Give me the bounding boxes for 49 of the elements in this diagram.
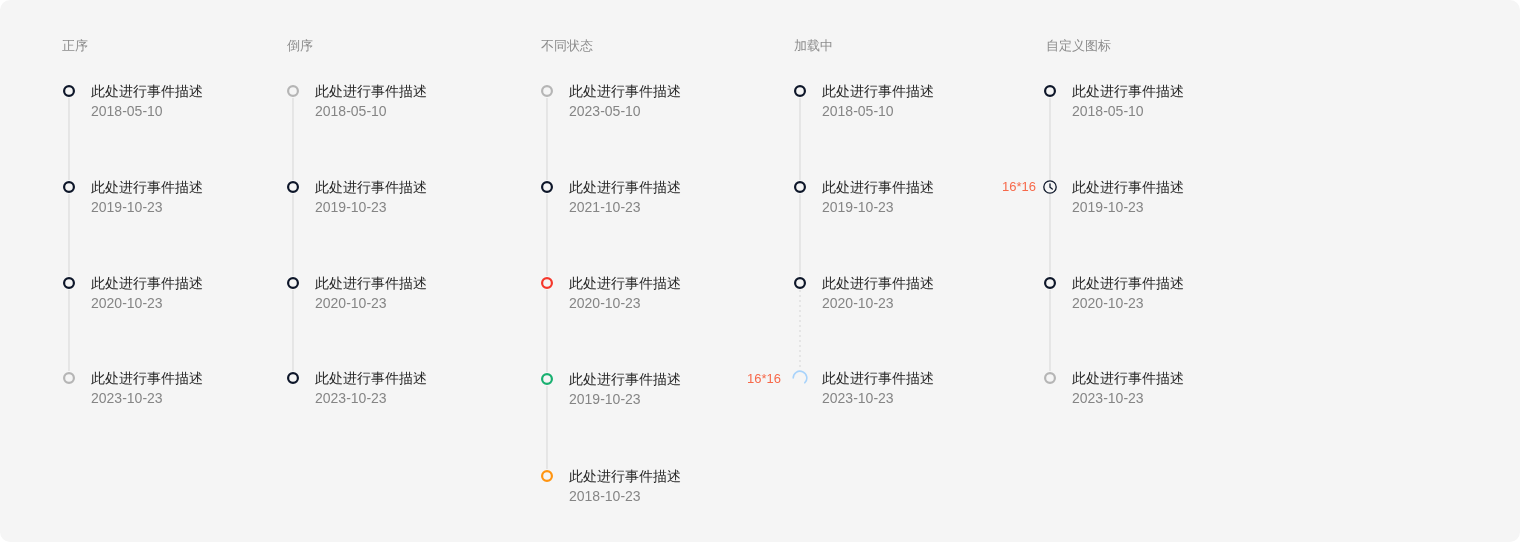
event-date: 2023-10-23 — [91, 389, 163, 408]
event-description: 此处进行事件描述 — [91, 84, 203, 98]
column-heading: 加载中 — [794, 37, 833, 55]
event-date: 2021-10-23 — [569, 198, 641, 217]
event-description: 此处进行事件描述 — [1072, 84, 1184, 98]
event-description: 此处进行事件描述 — [315, 276, 427, 290]
event-description: 此处进行事件描述 — [315, 371, 427, 385]
event-description: 此处进行事件描述 — [822, 180, 934, 194]
event-date: 2019-10-23 — [822, 198, 894, 217]
event-description: 此处进行事件描述 — [315, 180, 427, 194]
event-description: 此处进行事件描述 — [822, 370, 934, 386]
event-date: 2023-10-23 — [315, 389, 387, 408]
event-description: 此处进行事件描述 — [569, 469, 681, 483]
event-description: 此处进行事件描述 — [91, 371, 203, 385]
event-date: 2020-10-23 — [315, 294, 387, 313]
event-date: 2018-05-10 — [91, 102, 163, 121]
event-description: 此处进行事件描述 — [91, 276, 203, 290]
event-date: 2019-10-23 — [315, 198, 387, 217]
event-date: 2020-10-23 — [822, 294, 894, 313]
event-description: 此处进行事件描述 — [1072, 180, 1184, 194]
column-heading: 正序 — [62, 37, 88, 55]
column-heading: 倒序 — [287, 37, 313, 55]
event-date: 2018-05-10 — [822, 102, 894, 121]
event-description: 此处进行事件描述 — [91, 180, 203, 194]
event-date: 2020-10-23 — [91, 294, 163, 313]
column-heading: 自定义图标 — [1046, 37, 1111, 55]
event-description: 此处进行事件描述 — [822, 276, 934, 290]
event-date: 2020-10-23 — [1072, 294, 1144, 313]
event-date: 2018-05-10 — [315, 102, 387, 121]
event-description: 此处进行事件描述 — [569, 276, 681, 290]
event-date: 2020-10-23 — [569, 294, 641, 313]
event-description: 此处进行事件描述 — [315, 84, 427, 98]
event-description: 此处进行事件描述 — [569, 180, 681, 194]
event-date: 2023-05-10 — [569, 102, 641, 121]
event-date: 2023-10-23 — [1072, 389, 1144, 408]
column-heading: 不同状态 — [541, 37, 593, 55]
event-date: 2018-05-10 — [1072, 102, 1144, 121]
event-description: 此处进行事件描述 — [569, 84, 681, 98]
event-date: 2019-10-23 — [1072, 198, 1144, 217]
event-description: 此处进行事件描述 — [1072, 276, 1184, 290]
event-description: 此处进行事件描述 — [569, 372, 681, 386]
event-date: 2023-10-23 — [822, 389, 894, 408]
event-description: 此处进行事件描述 — [1072, 371, 1184, 385]
size-annotation: 16*16 — [1002, 178, 1036, 196]
event-date: 2019-10-23 — [569, 390, 641, 409]
event-description: 此处进行事件描述 — [822, 84, 934, 98]
size-annotation: 16*16 — [747, 370, 781, 388]
event-date: 2019-10-23 — [91, 198, 163, 217]
event-date: 2018-10-23 — [569, 487, 641, 506]
